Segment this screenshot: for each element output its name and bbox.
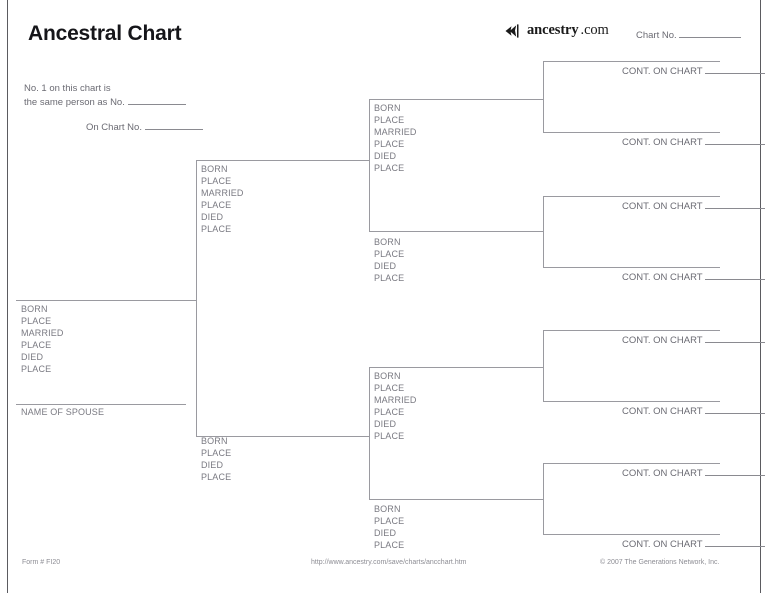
note-line-1: No. 1 on this chart is [24,83,111,94]
person-7-place-2: PLACE [374,540,405,551]
person-2-facts[interactable]: BORN PLACE MARRIED PLACE DIED PLACE [201,163,244,236]
note-line-3-text: On Chart No. [86,122,142,133]
page-title: Ancestral Chart [28,22,182,45]
cont-on-chart-2[interactable]: CONT. ON CHART [622,137,766,148]
chart-number-blank[interactable] [679,37,742,38]
cont-on-chart-3-label: CONT. ON CHART [622,201,703,212]
cont-on-chart-2-blank[interactable] [705,144,766,145]
person-6-place: PLACE [374,383,405,394]
person-1-facts[interactable]: BORN PLACE MARRIED PLACE DIED PLACE [21,303,64,376]
person-1-married: MARRIED [21,328,64,339]
cont-on-chart-8-label: CONT. ON CHART [622,539,703,550]
person-3-place-2: PLACE [201,472,232,483]
cont-on-chart-7[interactable]: CONT. ON CHART [622,468,766,479]
cont-on-chart-8[interactable]: CONT. ON CHART [622,539,766,550]
person-4-place: PLACE [374,115,405,126]
logo-wordmark: ancestry [527,22,579,38]
cont-on-chart-5-label: CONT. ON CHART [622,335,703,346]
cont-on-chart-3[interactable]: CONT. ON CHART [622,201,766,212]
page-right-border [760,0,761,593]
person-3-place: PLACE [201,448,232,459]
cont-on-chart-6[interactable]: CONT. ON CHART [622,406,766,417]
person-2-place: PLACE [201,176,232,187]
person-6-married: MARRIED [374,395,417,406]
cont-on-chart-4-label: CONT. ON CHART [622,272,703,283]
person-5-place: PLACE [374,249,405,260]
cont-on-chart-8-blank[interactable] [705,546,766,547]
cont-on-chart-1-blank[interactable] [705,73,766,74]
same-person-note: No. 1 on this chart is the same person a… [24,82,244,135]
ancestry-leaf-icon [503,23,525,39]
cont-on-chart-7-label: CONT. ON CHART [622,468,703,479]
person-6-facts[interactable]: BORN PLACE MARRIED PLACE DIED PLACE [374,370,417,443]
person-4-facts[interactable]: BORN PLACE MARRIED PLACE DIED PLACE [374,102,417,175]
cont-on-chart-3-blank[interactable] [705,208,766,209]
cont-on-chart-1[interactable]: CONT. ON CHART [622,66,766,77]
person-6-place-2: PLACE [374,407,405,418]
cont-on-chart-2-label: CONT. ON CHART [622,137,703,148]
person-1-born: BORN [21,304,48,314]
person-2-place-2: PLACE [201,200,232,211]
person-2-died: DIED [201,212,224,223]
on-chart-number-blank[interactable] [144,129,203,130]
person-2-place-3: PLACE [201,224,232,235]
person-2-born: BORN [201,164,228,174]
cont-on-chart-6-label: CONT. ON CHART [622,406,703,417]
cont-on-chart-7-blank[interactable] [705,475,766,476]
footer-url: http://www.ancestry.com/save/charts/ancc… [311,559,467,566]
note-line-3: On Chart No. [24,121,244,135]
same-person-number-blank[interactable] [127,104,186,105]
person-5-facts[interactable]: BORN PLACE DIED PLACE [374,236,404,284]
ancestry-logo: ancestry.com [503,22,609,39]
footer-form-number: Form # FI20 [22,559,61,566]
person-5-born: BORN [374,237,401,247]
person-4-married: MARRIED [374,127,417,138]
person-2-married: MARRIED [201,188,244,199]
person-6-died: DIED [374,419,397,430]
person-4-born: BORN [374,103,401,113]
person-1-place-3: PLACE [21,364,52,375]
cont-on-chart-5-blank[interactable] [705,342,766,343]
person-3-facts[interactable]: BORN PLACE DIED PLACE [201,435,231,483]
person-3-born: BORN [201,436,228,446]
person-6-place-3: PLACE [374,431,405,442]
note-line-2-text: the same person as No. [24,97,125,108]
person-4-died: DIED [374,151,397,162]
person-3-died: DIED [201,460,224,471]
person-5-place-2: PLACE [374,273,405,284]
person-1-died: DIED [21,352,44,363]
chart-number-field[interactable]: Chart No. [636,30,742,41]
cont-on-chart-4[interactable]: CONT. ON CHART [622,272,766,283]
person-7-born: BORN [374,504,401,514]
person-7-died: DIED [374,528,397,539]
person-7-facts[interactable]: BORN PLACE DIED PLACE [374,503,404,551]
person-4-place-3: PLACE [374,163,405,174]
footer-copyright: © 2007 The Generations Network, Inc. [600,559,720,566]
page-left-border [7,0,8,593]
note-line-2: the same person as No. [24,96,244,110]
person-1-spouse-label: NAME OF SPOUSE [21,407,105,417]
chart-number-label: Chart No. [636,30,677,41]
person-4-place-2: PLACE [374,139,405,150]
logo-tld: .com [580,22,609,38]
person-7-place: PLACE [374,516,405,527]
cont-on-chart-4-blank[interactable] [705,279,766,280]
person-5-died: DIED [374,261,397,272]
cont-on-chart-6-blank[interactable] [705,413,766,414]
person-1-place: PLACE [21,316,52,327]
cont-on-chart-5[interactable]: CONT. ON CHART [622,335,766,346]
person-1-place-2: PLACE [21,340,52,351]
cont-on-chart-1-label: CONT. ON CHART [622,66,703,77]
person-6-born: BORN [374,371,401,381]
